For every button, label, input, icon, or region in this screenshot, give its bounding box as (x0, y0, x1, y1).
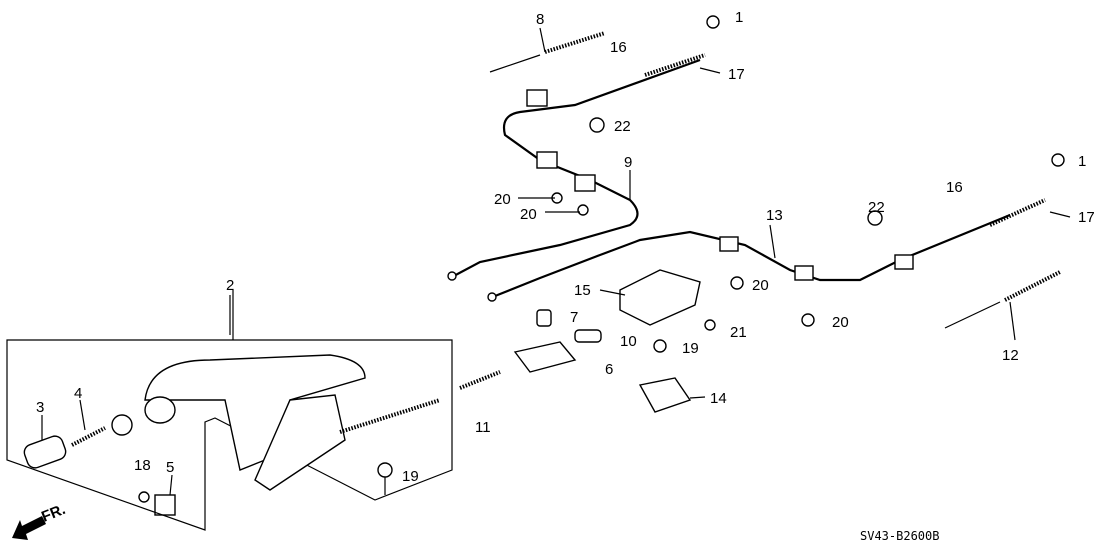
callout-13: 13 (766, 207, 783, 224)
callout-9: 9 (624, 154, 632, 171)
callout-16: 16 (610, 39, 627, 56)
leader-lines (41, 27, 1071, 496)
diagram-code: SV43-B2600B (860, 529, 939, 543)
callout-1: 1 (735, 9, 743, 26)
callout-20d: 20 (832, 314, 849, 331)
callout-19b: 19 (402, 468, 419, 485)
callout-2: 2 (226, 277, 234, 294)
callout-1b: 1 (1078, 153, 1086, 170)
front-arrow-icon (12, 516, 46, 540)
callout-17: 17 (728, 66, 745, 83)
callout-18: 18 (134, 457, 151, 474)
cable-13 (487, 198, 1046, 302)
front-label: FR. (39, 501, 68, 526)
cable-9 (447, 53, 706, 281)
callout-22b: 22 (868, 199, 885, 216)
callout-7: 7 (570, 309, 578, 326)
callout-5: 5 (166, 459, 174, 476)
callout-16b: 16 (946, 179, 963, 196)
small-parts (138, 15, 1065, 516)
callout-14: 14 (710, 390, 727, 407)
callout-22: 22 (614, 118, 631, 135)
parking-brake-lever-assembly (6, 290, 453, 531)
callout-17b: 17 (1078, 209, 1095, 226)
callout-6: 6 (605, 361, 613, 378)
callout-3: 3 (36, 399, 44, 416)
callout-4: 4 (74, 385, 82, 402)
callout-20c: 20 (752, 277, 769, 294)
callout-20: 20 (494, 191, 511, 208)
callout-21: 21 (730, 324, 747, 341)
cable-8 (489, 31, 606, 73)
callout-19: 19 (682, 340, 699, 357)
bracket-15 (619, 269, 701, 326)
callouts: 1 1 2 3 4 5 6 7 8 9 10 11 12 13 14 15 16… (36, 9, 1095, 485)
callout-8: 8 (536, 11, 544, 28)
callout-15: 15 (574, 282, 591, 299)
callout-20b: 20 (520, 206, 537, 223)
callout-10: 10 (620, 333, 637, 350)
callout-12: 12 (1002, 347, 1019, 364)
front-direction-indicator: FR. (12, 501, 68, 540)
cable-12 (944, 270, 1061, 329)
callout-11: 11 (475, 419, 491, 436)
